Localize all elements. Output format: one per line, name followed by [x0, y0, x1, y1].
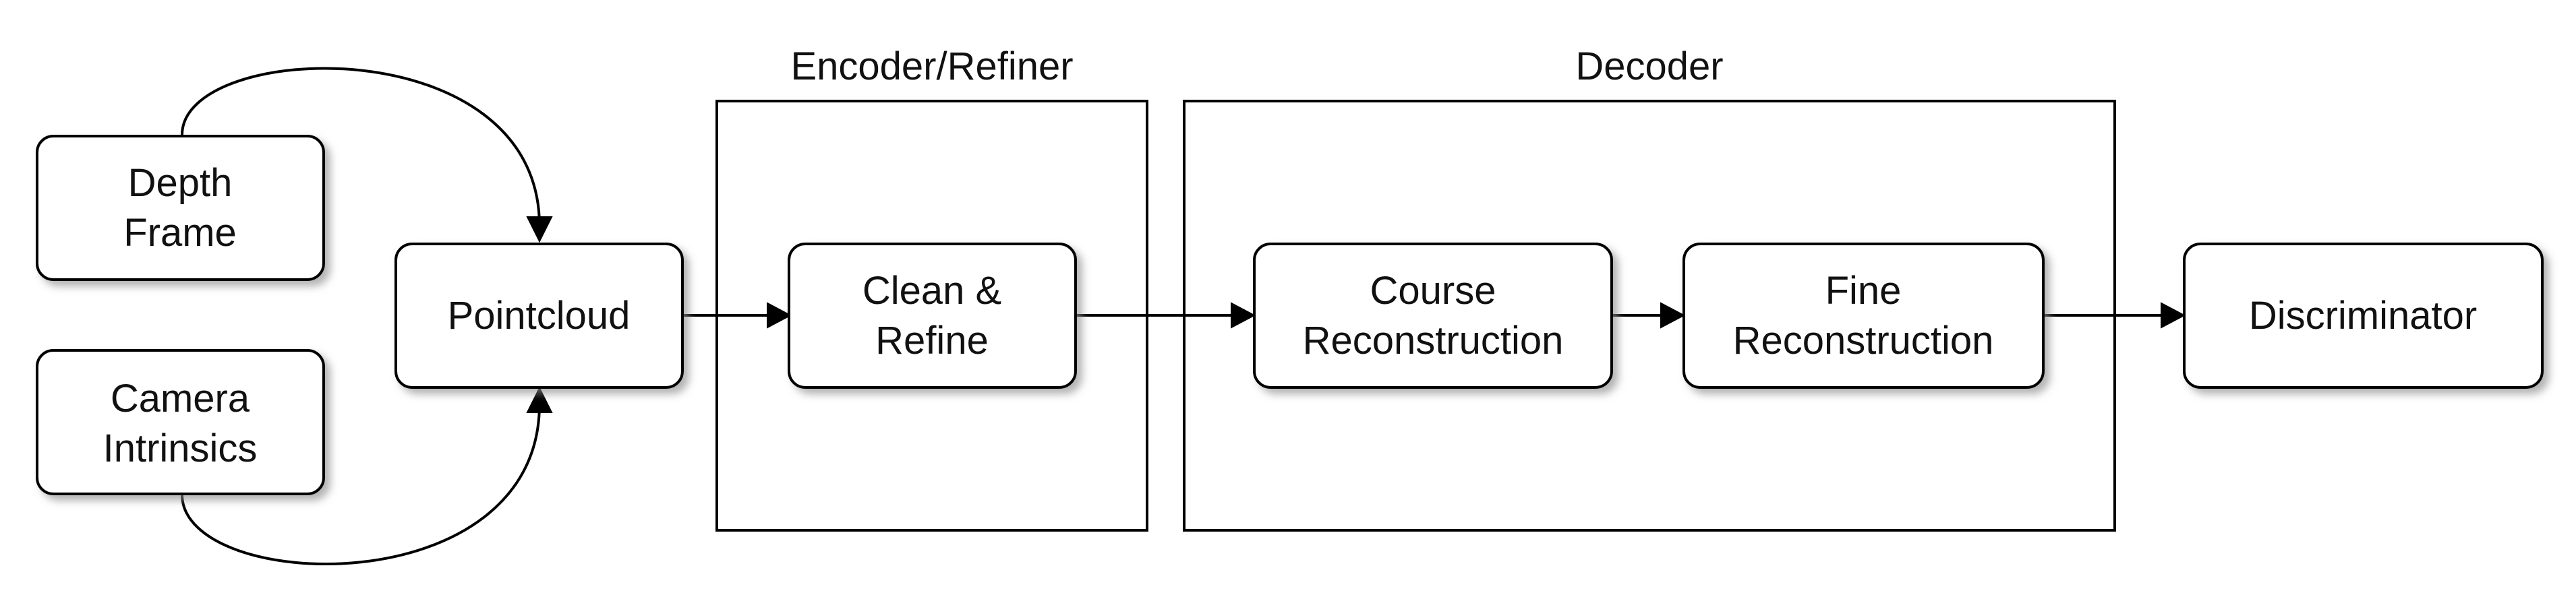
decoder-title: Decoder	[1575, 44, 1723, 88]
node-label: Fine	[1825, 269, 1902, 313]
node-discriminator: Discriminator	[2183, 243, 2544, 389]
node-label: Reconstruction	[1303, 319, 1564, 362]
edge-depth-to-pointcloud	[181, 67, 541, 226]
node-pointcloud: Pointcloud	[394, 243, 684, 389]
edges	[181, 67, 2186, 566]
node-label: Discriminator	[2249, 294, 2477, 338]
node-label: Course	[1370, 269, 1496, 313]
encoder-refiner-title: Encoder/Refiner	[790, 44, 1073, 88]
node-label: Frame	[123, 211, 237, 255]
arrowhead-fine-to-discriminator	[2161, 302, 2186, 329]
node-label: Reconstruction	[1733, 319, 1994, 362]
node-label: Pointcloud	[448, 294, 631, 338]
node-clean-refine: Clean & Refine	[788, 243, 1077, 389]
node-label: Refine	[875, 319, 989, 362]
arrowhead-pointcloud-to-clean	[767, 302, 792, 329]
node-depth-frame: Depth Frame	[36, 135, 325, 281]
arrowhead-clean-to-course	[1231, 302, 1256, 329]
node-label: Camera	[111, 377, 250, 420]
arrowhead-depth-to-pointcloud	[526, 216, 553, 243]
arrowhead-camera-to-pointcloud	[526, 386, 553, 413]
node-label: Depth	[128, 161, 233, 205]
edge-camera-to-pointcloud	[181, 404, 541, 566]
node-course-reconstruction: Course Reconstruction	[1253, 243, 1613, 389]
encoder-refiner-group: Encoder/Refiner	[715, 44, 1148, 532]
node-label: Intrinsics	[103, 427, 258, 470]
node-camera-intrinsics: Camera Intrinsics	[36, 349, 325, 495]
node-fine-reconstruction: Fine Reconstruction	[1682, 243, 2045, 389]
arrowhead-course-to-fine	[1660, 302, 1686, 329]
node-label: Clean &	[862, 269, 1001, 313]
